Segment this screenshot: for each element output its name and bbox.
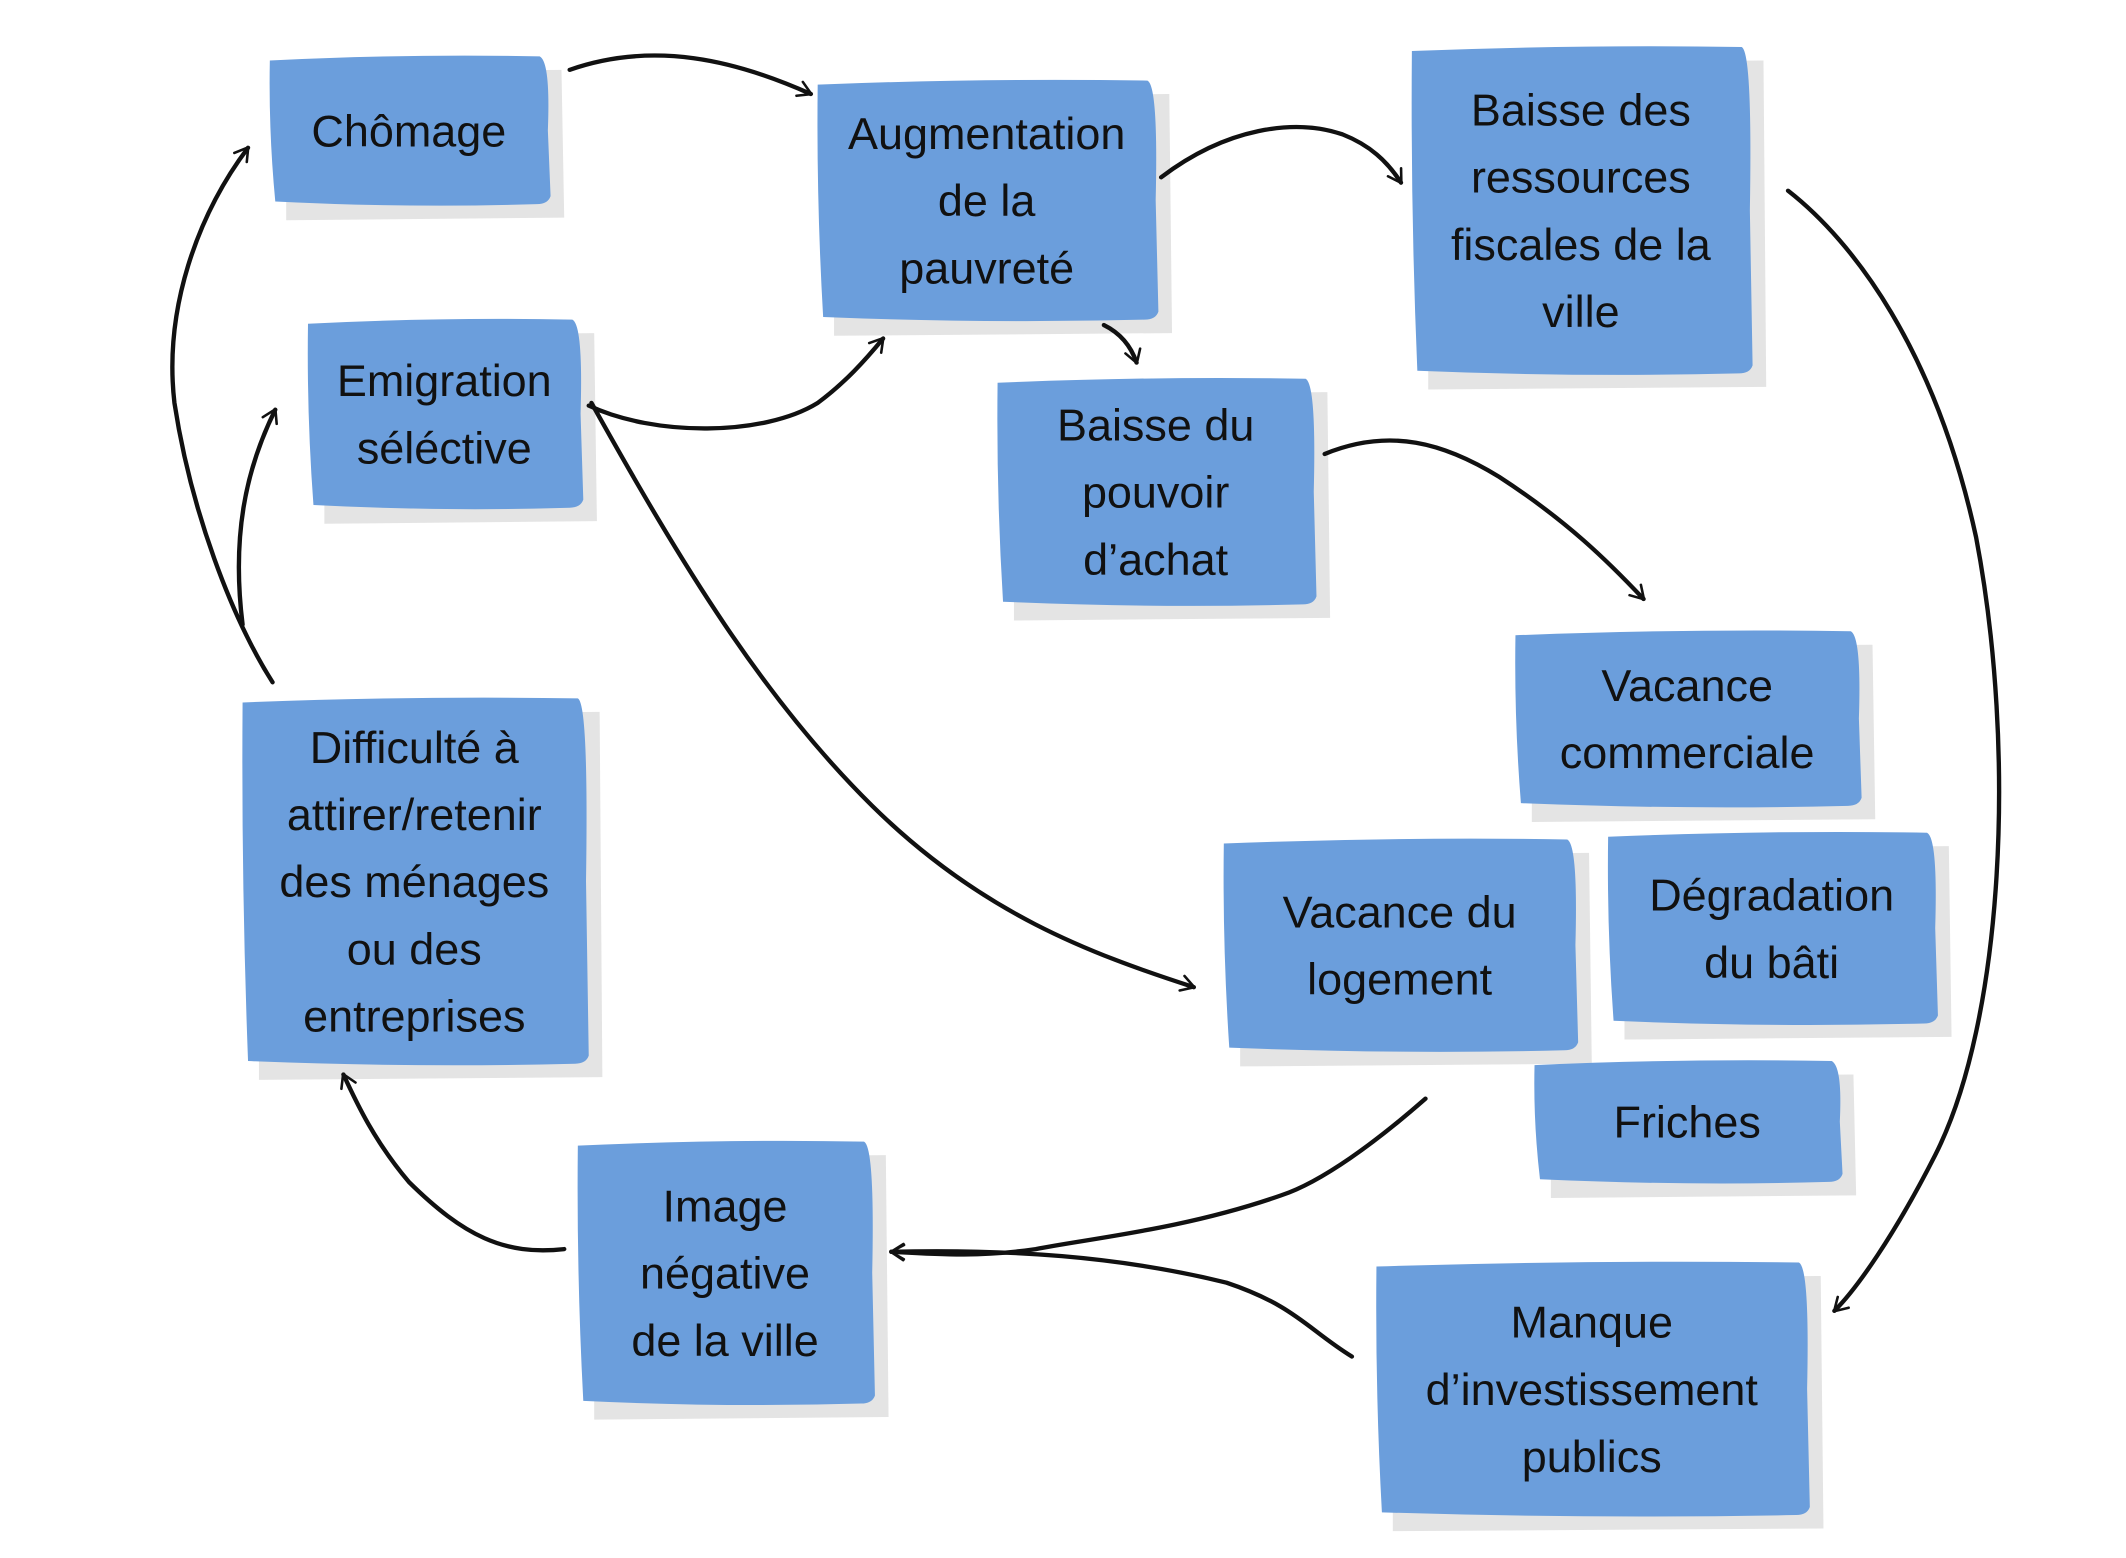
node-label-line: Augmentation xyxy=(848,110,1125,159)
node-label-line: Baisse des xyxy=(1471,87,1691,136)
node-label-line: des ménages xyxy=(279,858,549,907)
node-ressources: Baisse des ressources fiscales de la ville xyxy=(1411,46,1767,390)
arrow-pouvoir-to-vacance-commerciale xyxy=(1322,438,1646,602)
node-label-line: attirer/retenir xyxy=(287,791,542,840)
node-label-line: pauvreté xyxy=(899,245,1074,294)
arrow-emigration-to-augmentation xyxy=(586,336,886,431)
arrow-ressources-to-manque xyxy=(1785,188,2002,1314)
node-box xyxy=(997,377,1317,606)
node-box xyxy=(242,697,589,1066)
node-label-line: publics xyxy=(1522,1433,1662,1482)
node-vacance-logement: Vacance du logement xyxy=(1223,838,1592,1067)
node-label: Manque d’investissement publics xyxy=(1426,1299,1759,1482)
node-chomage: Chômage xyxy=(269,55,565,221)
arrow-manque-to-image xyxy=(889,1242,1355,1359)
node-label-line: Emigration xyxy=(337,358,552,407)
node-label-line: Dégradation xyxy=(1649,872,1894,921)
node-label-line: ressources xyxy=(1471,154,1691,203)
node-label-line: Image xyxy=(663,1183,788,1232)
node-pouvoir: Baisse du pouvoir d’achat xyxy=(997,377,1331,621)
node-box xyxy=(1534,1060,1843,1184)
node-box xyxy=(269,55,551,206)
arrow-chomage-to-augmentation xyxy=(567,53,814,98)
node-emigration: Emigration séléctive xyxy=(307,318,597,524)
node-label: Augmentation de la pauvreté xyxy=(848,110,1125,293)
node-label-line: commerciale xyxy=(1560,730,1815,779)
node-label-line: de la xyxy=(938,178,1036,227)
node-box xyxy=(307,318,584,510)
node-label-line: Chômage xyxy=(311,108,506,157)
arrow-augmentation-to-ressources xyxy=(1158,124,1404,185)
arrows xyxy=(170,53,2002,1359)
node-manque: Manque d’investissement publics xyxy=(1376,1261,1824,1532)
node-label-line: séléctive xyxy=(357,425,532,474)
node-label-line: d’achat xyxy=(1083,536,1229,585)
node-augmentation: Augmentation de la pauvreté xyxy=(817,79,1173,336)
node-difficulte: Difficulté à attirer/retenir des ménages ou… xyxy=(242,697,603,1080)
arrow-difficulte-to-chomage xyxy=(170,145,275,685)
node-label: Difficulté à attirer/retenir des ménages ou… xyxy=(279,724,549,1041)
node-box xyxy=(1223,838,1579,1052)
node-label: Emigration séléctive xyxy=(337,358,552,474)
node-label-line: Baisse du xyxy=(1057,402,1254,451)
node-box xyxy=(1376,1261,1810,1517)
node-label: Baisse du pouvoir d’achat xyxy=(1057,402,1254,585)
node-label-line: du bâti xyxy=(1704,939,1839,988)
arrow-emigration-to-vacance-logement xyxy=(589,400,1197,992)
node-image: Image négative de la ville xyxy=(577,1140,889,1420)
node-label: Vacance commerciale xyxy=(1560,662,1815,778)
node-box xyxy=(1515,630,1862,808)
node-box xyxy=(1411,46,1753,375)
node-label-line: négative xyxy=(640,1250,810,1299)
node-label-line: logement xyxy=(1307,956,1493,1005)
node-label-line: pouvoir xyxy=(1082,469,1230,518)
node-label: Vacance du logement xyxy=(1283,889,1517,1005)
node-friches: Friches xyxy=(1534,1060,1857,1199)
node-label-line: entreprises xyxy=(303,993,525,1042)
node-label: Friches xyxy=(1613,1099,1760,1148)
node-label-line: ou des xyxy=(347,926,482,975)
node-label-line: Vacance xyxy=(1601,662,1773,711)
node-vacance-commerciale: Vacance commerciale xyxy=(1515,630,1876,822)
node-box xyxy=(577,1140,875,1406)
node-label-line: Manque xyxy=(1511,1299,1673,1348)
node-label: Image négative de la ville xyxy=(631,1183,818,1366)
node-box xyxy=(1607,831,1938,1025)
arrow-augmentation-to-pouvoir xyxy=(1101,322,1142,365)
node-label-line: Vacance du xyxy=(1283,889,1517,938)
node-label-line: de la ville xyxy=(631,1317,818,1366)
node-label-line: Friches xyxy=(1613,1099,1760,1148)
arrow-difficulte-to-emigration xyxy=(236,407,278,627)
node-label-line: ville xyxy=(1542,288,1619,337)
node-label-line: Difficulté à xyxy=(310,724,519,773)
node-label-line: fiscales de la xyxy=(1451,221,1711,270)
node-label-line: d’investissement xyxy=(1426,1366,1759,1415)
arrow-image-to-difficulte xyxy=(340,1072,567,1253)
node-label: Chômage xyxy=(311,108,506,157)
node-box xyxy=(817,79,1159,322)
node-degradation: Dégradation du bâti xyxy=(1607,831,1952,1040)
arrow-vacance-logement-to-image xyxy=(889,1096,1428,1262)
node-label: Dégradation du bâti xyxy=(1649,872,1894,988)
node-label: Baisse des ressources fiscales de la ville xyxy=(1451,87,1711,337)
